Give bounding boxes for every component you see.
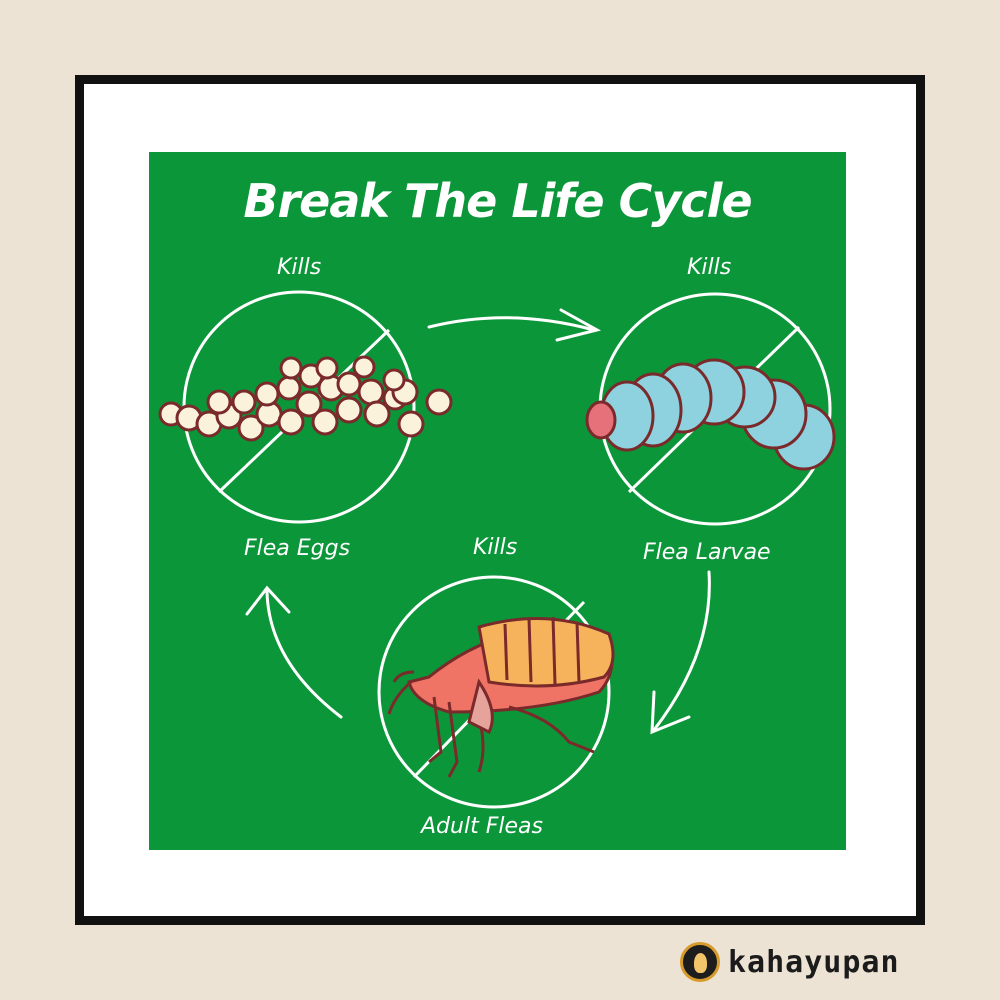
diagram-art (158, 290, 836, 809)
arrow-eggs-to-larvae (427, 308, 602, 342)
arrow-larvae-to-adults (650, 570, 711, 735)
stage-label-adult-fleas: Adult Fleas (421, 814, 543, 839)
kills-label-larvae: Kills (687, 255, 732, 280)
flea-eggs-illustration (158, 355, 453, 442)
brand-watermark: kahayupan (680, 938, 900, 986)
stage-label-flea-larvae: Flea Larvae (643, 540, 771, 565)
kills-label-adults: Kills (473, 535, 518, 560)
brand-logo-icon (680, 942, 720, 982)
diagram-title: Break The Life Cycle (243, 174, 752, 228)
life-cycle-diagram: Break The Life Cycle Kills Kills Kills F… (149, 152, 846, 850)
brand-name: kahayupan (728, 944, 900, 980)
arrow-adults-to-eggs (245, 585, 343, 719)
stage-label-flea-eggs: Flea Eggs (244, 536, 351, 561)
adult-flea-illustration (387, 616, 615, 778)
flea-larva-illustration (585, 358, 836, 471)
kills-label-eggs: Kills (277, 255, 322, 280)
